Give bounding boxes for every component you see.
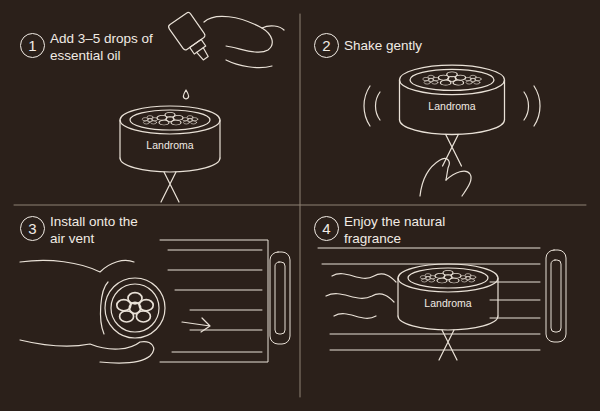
step-number: 4 bbox=[322, 221, 330, 236]
step-number: 3 bbox=[28, 221, 36, 236]
brand-name: Landroma bbox=[146, 140, 193, 151]
step-number-circle: 4 bbox=[314, 216, 339, 241]
step-instruction: Install onto the air vent bbox=[50, 214, 140, 248]
step-number-circle: 2 bbox=[314, 33, 339, 58]
step-number-circle: 3 bbox=[20, 216, 45, 241]
step-instruction: Enjoy the natural fragrance bbox=[344, 214, 468, 248]
brand-name: Landroma bbox=[424, 298, 471, 309]
step-number: 2 bbox=[322, 38, 330, 53]
step-number-circle: 1 bbox=[20, 33, 45, 58]
brand-name: Landroma bbox=[428, 101, 475, 112]
step-number: 1 bbox=[28, 38, 36, 53]
step-instruction: Shake gently bbox=[344, 38, 484, 55]
step-instruction: Add 3–5 drops of essential oil bbox=[50, 31, 162, 65]
